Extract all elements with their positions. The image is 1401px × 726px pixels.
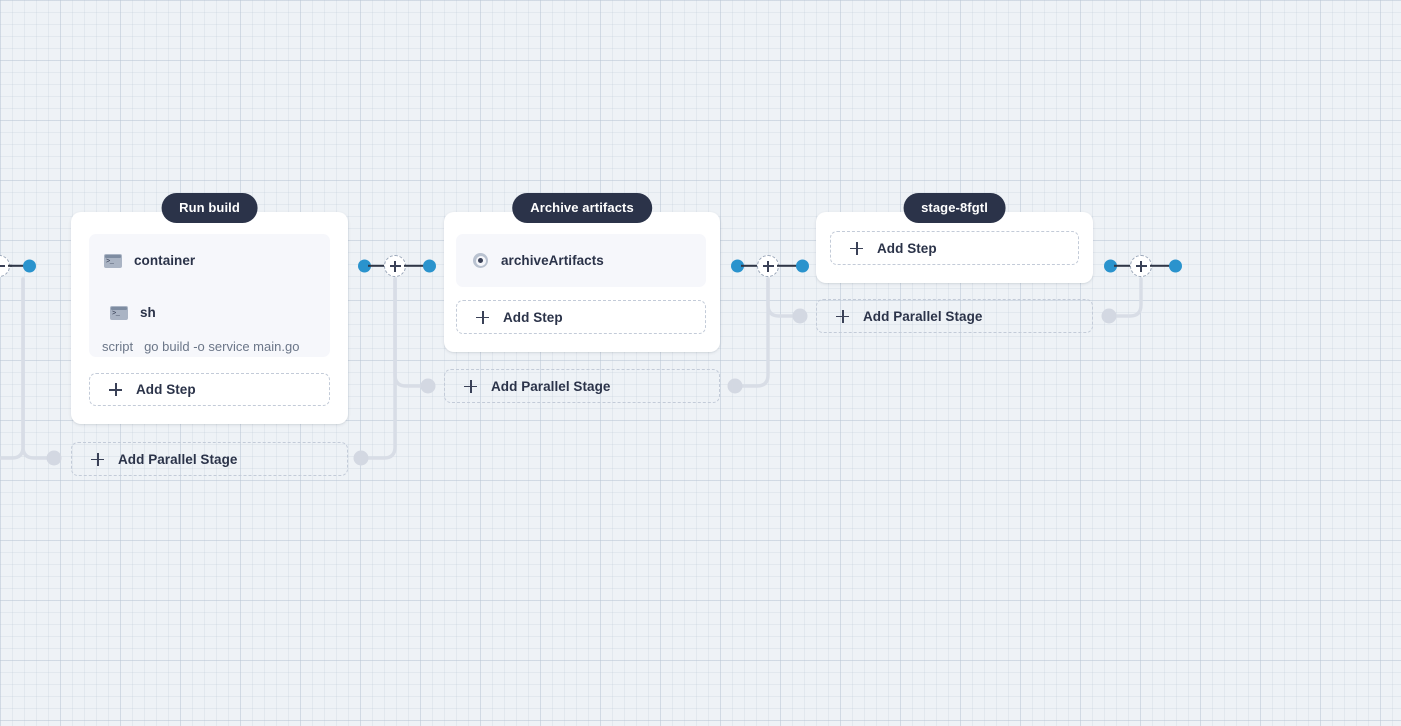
edge-c3-to-stage2-parallel bbox=[740, 277, 770, 388]
plus-icon bbox=[91, 452, 104, 466]
branch-dot-stage-1-parallel-left bbox=[46, 450, 62, 466]
branch-dot-stage-2-parallel-right bbox=[727, 378, 743, 394]
plus-icon bbox=[464, 379, 477, 393]
step-label-archive-artifacts: archiveArtifacts bbox=[501, 253, 604, 268]
add-parallel-stage-button-run-build[interactable]: Add Parallel Stage bbox=[71, 442, 348, 476]
step-label-container: container bbox=[134, 253, 196, 268]
edge-end-to-stage3-parallel bbox=[1114, 277, 1143, 318]
plus-icon bbox=[836, 309, 849, 323]
add-step-button-archive-artifacts[interactable]: Add Step bbox=[456, 300, 706, 334]
edge-start-right bbox=[21, 277, 49, 460]
connector-start bbox=[0, 253, 60, 279]
step-label-sh: sh bbox=[140, 305, 156, 320]
add-stage-plus-button-end[interactable] bbox=[1130, 255, 1152, 277]
add-step-button-run-build[interactable]: Add Step bbox=[89, 373, 330, 406]
edge-c3-to-stage3-parallel bbox=[766, 277, 795, 318]
connector-run-build-to-archive-artifacts bbox=[358, 253, 436, 279]
plus-icon bbox=[476, 310, 489, 324]
add-stage-plus-button-2[interactable] bbox=[757, 255, 779, 277]
branch-dot-stage-3-parallel-right bbox=[1101, 308, 1117, 324]
terminal-icon bbox=[110, 305, 128, 320]
branch-dot-stage-2-parallel-left bbox=[420, 378, 436, 394]
donut-icon bbox=[473, 253, 488, 268]
step-param-script: script go build -o service main.go bbox=[102, 339, 299, 354]
connector-dot-end bbox=[1169, 259, 1182, 273]
edge-c2-to-stage1-parallel bbox=[366, 277, 397, 460]
connector-dot-stage-2-input bbox=[423, 259, 436, 273]
add-stage-plus-button-1[interactable] bbox=[384, 255, 406, 277]
add-step-label: Add Step bbox=[503, 309, 563, 325]
stage-card-archive-artifacts[interactable]: archiveArtifacts Add Step bbox=[444, 212, 720, 352]
add-parallel-stage-label: Add Parallel Stage bbox=[863, 308, 983, 324]
connector-dot-stage-1-output bbox=[358, 259, 371, 273]
branch-dot-stage-3-parallel-left bbox=[792, 308, 808, 324]
stage-card-stage-8fgtl[interactable]: Add Step bbox=[816, 212, 1093, 283]
step-row-archive-artifacts[interactable]: archiveArtifacts bbox=[473, 253, 604, 268]
branch-dot-stage-1-parallel-right bbox=[353, 450, 369, 466]
connector-dot-stage-2-output bbox=[731, 259, 744, 273]
step-param-value: go build -o service main.go bbox=[144, 339, 300, 354]
plus-icon bbox=[850, 241, 863, 255]
stage-title-pill-archive-artifacts[interactable]: Archive artifacts bbox=[512, 193, 652, 223]
edge-c2-to-stage2-parallel bbox=[393, 277, 423, 388]
connector-dot-stage-3-input bbox=[796, 259, 809, 273]
connector-archive-artifacts-to-stage-8fgtl bbox=[731, 253, 809, 279]
add-parallel-stage-button-stage-8fgtl[interactable]: Add Parallel Stage bbox=[816, 299, 1093, 333]
stage-title-pill-stage-8fgtl[interactable]: stage-8fgtl bbox=[903, 193, 1006, 223]
step-param-key: script bbox=[102, 339, 134, 354]
edge-start-left bbox=[0, 277, 25, 460]
steps-panel-archive-artifacts: archiveArtifacts bbox=[456, 234, 706, 287]
connector-end bbox=[1104, 253, 1182, 279]
connector-dot-stage-1-input bbox=[23, 259, 36, 273]
plus-icon bbox=[109, 383, 122, 396]
terminal-icon bbox=[104, 253, 122, 268]
stage-title-pill-run-build[interactable]: Run build bbox=[161, 193, 258, 223]
stage-card-run-build[interactable]: container sh script go build -o service … bbox=[71, 212, 348, 424]
step-row-sh[interactable]: sh bbox=[110, 305, 156, 320]
step-row-container[interactable]: container bbox=[104, 253, 195, 268]
add-step-button-stage-8fgtl[interactable]: Add Step bbox=[830, 231, 1079, 265]
add-parallel-stage-label: Add Parallel Stage bbox=[118, 451, 238, 467]
add-step-label: Add Step bbox=[877, 240, 937, 256]
add-parallel-stage-label: Add Parallel Stage bbox=[491, 378, 611, 394]
add-step-label: Add Step bbox=[136, 382, 196, 397]
connector-dot-stage-3-output bbox=[1104, 259, 1117, 273]
steps-panel-run-build: container sh script go build -o service … bbox=[89, 234, 330, 357]
add-parallel-stage-button-archive-artifacts[interactable]: Add Parallel Stage bbox=[444, 369, 720, 403]
